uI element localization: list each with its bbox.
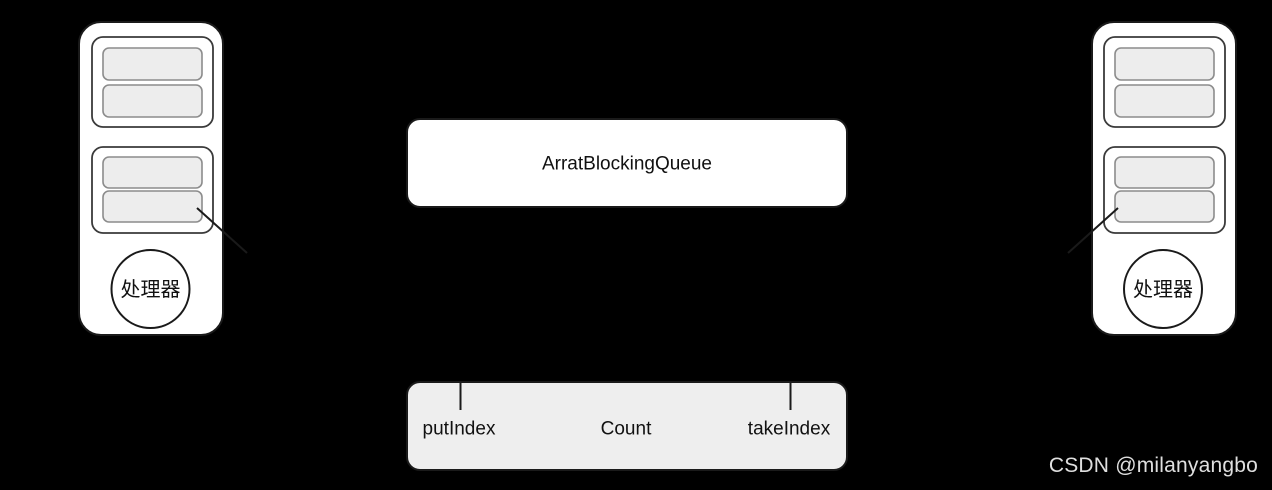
take-index-label: takeIndex	[748, 419, 831, 440]
csdn-watermark: CSDN @milanyangbo	[1048, 454, 1258, 477]
producer-leader-line	[196, 207, 248, 254]
producer-slot-2	[102, 84, 203, 118]
consumer-machine: 处理器	[1067, 21, 1237, 336]
queue-box-label: ArratBlockingQueue	[542, 154, 712, 175]
index-box-rect	[406, 381, 848, 471]
producer-processor-circle	[110, 249, 191, 329]
put-index-label: putIndex	[423, 419, 496, 440]
queue-box-rect	[406, 118, 848, 208]
consumer-processor-label: 处理器	[1133, 277, 1193, 301]
consumer-slot-1	[1114, 47, 1215, 81]
producer-slot-3	[102, 156, 203, 189]
count-label: Count	[601, 419, 652, 440]
producer-processor-label: 处理器	[121, 277, 181, 301]
producer-rack-lower	[91, 146, 214, 234]
producer-slot-1	[102, 47, 203, 81]
producer-machine: 处理器	[78, 21, 248, 336]
producer-rack-upper	[91, 36, 214, 128]
consumer-slot-4	[1114, 190, 1215, 223]
consumer-leader-line	[1067, 207, 1119, 254]
producer-slot-4	[102, 190, 203, 223]
queue-box: ArratBlockingQueue	[406, 118, 848, 208]
consumer-slot-3	[1114, 156, 1215, 189]
index-box: putIndex Count takeIndex	[406, 381, 848, 471]
consumer-rack-upper	[1103, 36, 1226, 128]
consumer-rack-lower	[1103, 146, 1226, 234]
consumer-processor-circle	[1123, 249, 1203, 329]
consumer-slot-2	[1114, 84, 1215, 118]
